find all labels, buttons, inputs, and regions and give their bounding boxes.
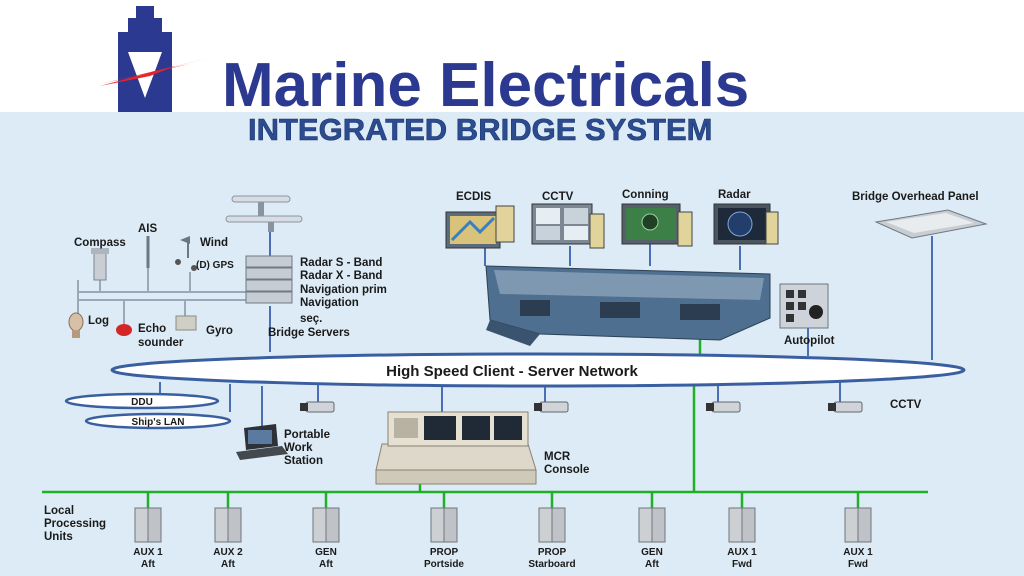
wind-sensor-icon <box>175 236 197 271</box>
bridge-servers-label: Bridge Servers <box>268 327 350 339</box>
processing-unit-cabinet-icon <box>430 507 458 543</box>
processing-unit-cabinet-icon <box>312 507 340 543</box>
cctv-monitor-icon <box>531 203 605 249</box>
processing-unit-cabinet-icon <box>844 507 872 543</box>
high-speed-network-label: High Speed Client - Server Network <box>386 363 638 380</box>
ships-lan-ring <box>84 412 232 430</box>
processing-unit-name: AUX 1 <box>133 547 163 558</box>
echo-sounder-icon <box>116 324 132 336</box>
workstation-label-line3: Station <box>284 455 323 467</box>
autopilot-icon <box>779 283 829 329</box>
processing-unit-name: GEN <box>315 547 337 558</box>
processing-unit-name: PROP <box>430 547 459 558</box>
monitor-label-radar: Radar <box>718 189 751 201</box>
workstation-label-line2: Work <box>284 442 313 454</box>
processing-unit-name: AUX 1 <box>843 547 873 558</box>
echo-label-line2: sounder <box>138 337 184 349</box>
conning-monitor-icon <box>621 203 693 247</box>
lpu-label-line2: Processing <box>44 518 106 530</box>
diagram-background <box>0 112 1024 576</box>
ecdis-monitor-icon <box>445 205 515 249</box>
gyro-label: Gyro <box>206 325 233 337</box>
monitor-label-conning: Conning <box>622 189 669 201</box>
radar-monitor-icon <box>713 203 779 245</box>
wind-label: Wind <box>200 237 228 249</box>
processing-unit-location: Aft <box>319 559 334 570</box>
lpu-label-line3: Units <box>44 531 73 543</box>
diagram-title: INTEGRATED BRIDGE SYSTEM <box>248 112 712 147</box>
ships-lan-label: Ship's LAN <box>132 417 185 428</box>
processing-unit-location: Aft <box>221 559 236 570</box>
processing-unit-location: Aft <box>645 559 660 570</box>
processing-unit-location: Aft <box>141 559 156 570</box>
processing-unit-cabinet-icon <box>214 507 242 543</box>
processing-unit-name: PROP <box>538 547 567 558</box>
processing-unit-cabinet-icon <box>538 507 566 543</box>
gyro-icon <box>175 315 197 331</box>
log-label: Log <box>88 315 109 327</box>
server-label-sec: seç. <box>300 313 322 325</box>
server-label-radar-s: Radar S - Band <box>300 257 382 269</box>
processing-unit-name: GEN <box>641 547 663 558</box>
overhead-panel-label: Bridge Overhead Panel <box>852 191 979 203</box>
ddu-label: DDU <box>131 397 153 408</box>
brand-name: Marine Electricals <box>222 51 749 120</box>
mcr-label-line1: MCR <box>544 451 571 463</box>
ship-lightning-logo <box>100 6 210 112</box>
laptop-icon <box>236 424 288 460</box>
cctv-camera-icon <box>534 401 569 413</box>
cctv-camera-icon <box>828 401 863 413</box>
ais-label: AIS <box>138 223 158 235</box>
cctv-camera-icon <box>706 401 741 413</box>
compass-icon <box>91 248 109 281</box>
mcr-console-icon <box>375 411 537 485</box>
processing-unit-cabinet-icon <box>134 507 162 543</box>
monitor-label-cctv: CCTV <box>542 191 574 203</box>
gps-label: (D) GPS <box>196 260 234 271</box>
server-label-nav-prim: Navigation prim <box>300 284 387 296</box>
bridge-servers-icon <box>245 255 293 304</box>
compass-label: Compass <box>74 237 126 249</box>
processing-unit-location: Starboard <box>528 559 575 570</box>
processing-unit-name: AUX 1 <box>727 547 757 558</box>
processing-unit-name: AUX 2 <box>213 547 243 558</box>
bridge-overhead-panel-icon <box>874 209 988 239</box>
processing-unit-cabinet-icon <box>638 507 666 543</box>
processing-unit-cabinet-icon <box>728 507 756 543</box>
cctv-label: CCTV <box>890 399 922 411</box>
ddu-network-ring <box>64 392 220 410</box>
lpu-label-line1: Local <box>44 505 74 517</box>
autopilot-label: Autopilot <box>784 335 835 347</box>
bridge-console-icon <box>485 265 771 346</box>
log-sensor-icon <box>68 312 84 338</box>
cctv-camera-icon <box>300 401 335 413</box>
monitor-label-ecdis: ECDIS <box>456 191 491 203</box>
high-speed-network-ring <box>110 352 966 388</box>
echo-label-line1: Echo <box>138 323 166 335</box>
processing-unit-location: Fwd <box>848 559 868 570</box>
workstation-label-line1: Portable <box>284 429 330 441</box>
processing-unit-location: Fwd <box>732 559 752 570</box>
processing-unit-location: Portside <box>424 559 464 570</box>
server-label-radar-x: Radar X - Band <box>300 270 382 282</box>
server-label-nav: Navigation <box>300 297 359 309</box>
mcr-label-line2: Console <box>544 464 589 476</box>
radar-antenna-icon <box>225 195 303 232</box>
